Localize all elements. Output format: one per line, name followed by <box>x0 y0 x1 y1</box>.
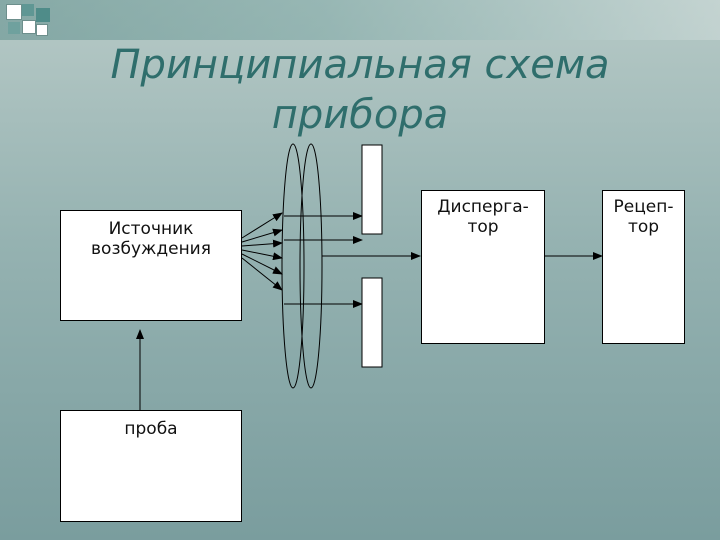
probe-box: проба <box>60 410 242 522</box>
title-line-1: Принципиальная схема <box>110 42 610 88</box>
corner-square-decoration <box>22 4 34 16</box>
receptor-label-line-1: Рецеп- <box>613 197 674 217</box>
corner-square-decoration <box>22 20 36 34</box>
slit-plate-top <box>361 144 383 235</box>
ray <box>241 253 283 275</box>
disperser-label-line-1: Дисперга- <box>437 197 529 217</box>
corner-square-decoration <box>6 4 22 20</box>
ray <box>241 228 283 243</box>
disperser-box: Дисперга- тор <box>421 190 545 344</box>
header-bar <box>0 0 720 40</box>
title-line-2: прибора <box>271 92 449 138</box>
lens-2 <box>299 143 323 389</box>
disperser-label-line-2: тор <box>467 217 499 237</box>
source-label-line-1: Источник <box>108 219 194 239</box>
corner-square-decoration <box>36 24 48 36</box>
ray <box>241 212 283 239</box>
ray <box>241 239 283 248</box>
receptor-label-line-2: тор <box>627 217 660 237</box>
source-box: Источник возбуждения <box>60 210 242 321</box>
slide-title: Принципиальная схема прибора <box>60 40 660 140</box>
source-label-line-2: возбуждения <box>91 239 211 259</box>
ray <box>241 249 283 261</box>
corner-square-decoration <box>36 8 50 22</box>
receptor-box: Рецеп- тор <box>602 190 685 344</box>
corner-square-decoration <box>8 22 20 34</box>
probe-label: проба <box>124 419 178 439</box>
emission-rays <box>241 212 283 291</box>
collimated-rays <box>284 212 421 308</box>
ray <box>241 257 283 291</box>
slit-plate-bottom <box>361 277 383 368</box>
lens-1 <box>281 143 305 389</box>
